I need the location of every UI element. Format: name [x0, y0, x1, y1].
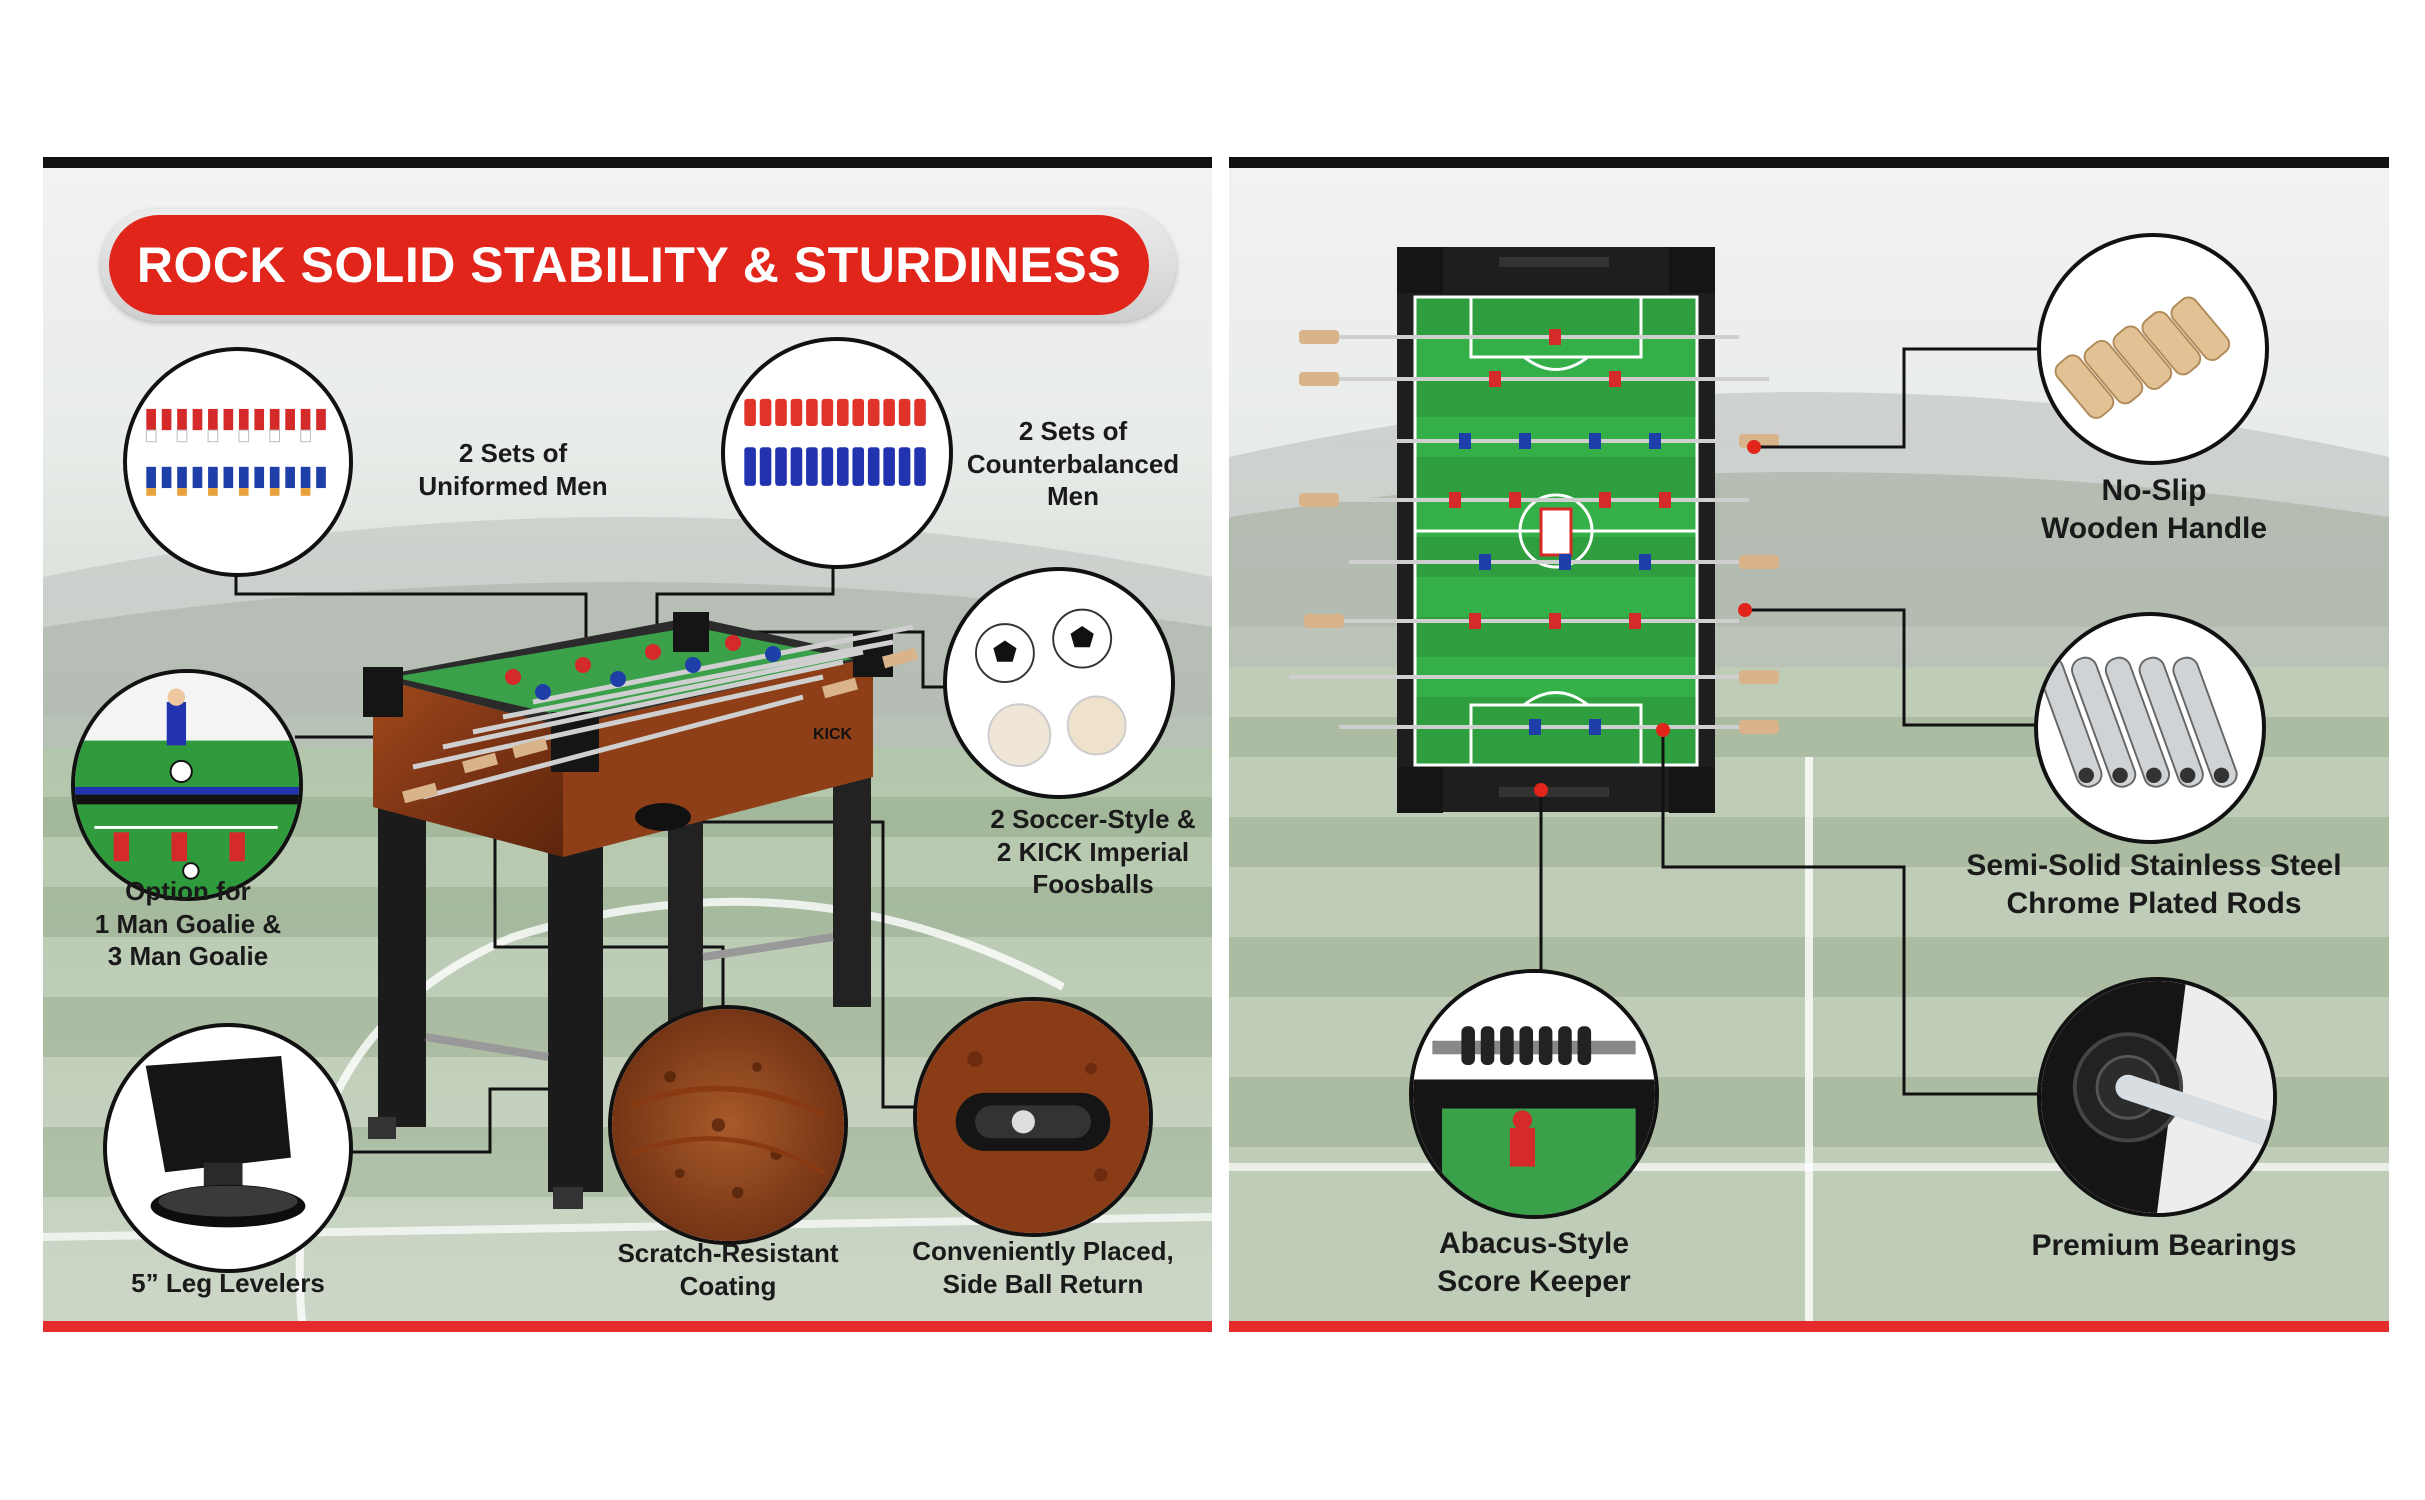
- panel-bottom-bar: [1229, 1321, 2389, 1332]
- bearings-photo: [2037, 977, 2277, 1217]
- foosballs-photo: [943, 567, 1175, 799]
- panel-top-bar: [1229, 157, 2389, 168]
- wooden-handle-label: No-Slip Wooden Handle: [2040, 474, 2268, 545]
- foosball-table-topdown: [1289, 247, 1779, 813]
- uniformed-men-label: 2 Sets of Uniformed Men: [418, 438, 608, 501]
- uniformed-men-photo: [123, 347, 353, 577]
- goalie-option-photo: [71, 669, 303, 901]
- wood-finish-photo: [608, 1005, 848, 1245]
- coating-label: Scratch-Resistant Coating: [617, 1238, 839, 1301]
- leg-leveler-photo: [103, 1023, 353, 1273]
- table-logo: KICK: [813, 726, 853, 743]
- headline-banner: ROCK SOLID STABILITY & STURDINESS: [101, 209, 1176, 321]
- goalie-option-label: Option for 1 Man Goalie & 3 Man Goalie: [94, 876, 282, 971]
- wooden-handle-photo: [2037, 233, 2269, 465]
- ball-return-photo: [913, 997, 1153, 1237]
- right-leader-lines: [1534, 347, 2041, 1096]
- chrome-rods-label: Semi-Solid Stainless Steel Chrome Plated…: [1966, 849, 2342, 920]
- right-feature-panel: No-Slip Wooden Handle Semi-Solid Stainle…: [1229, 157, 2389, 1332]
- chrome-rods-photo: [2034, 612, 2266, 844]
- foosball-table-illustration: KICK: [363, 612, 918, 1209]
- left-feature-panel: ROCK SOLID STABILITY & STURDINESS: [43, 157, 1212, 1332]
- ball-return-label: Conveniently Placed, Side Ball Return: [912, 1236, 1174, 1299]
- panel-bottom-bar: [43, 1321, 1212, 1332]
- leg-levelers-label: 5” Leg Levelers: [131, 1268, 325, 1298]
- score-keeper-label: Abacus-Style Score Keeper: [1437, 1227, 1631, 1298]
- counterbalanced-men-label: 2 Sets of Counterbalanced Men: [966, 416, 1180, 511]
- bearings-label: Premium Bearings: [2031, 1229, 2297, 1262]
- headline-text: ROCK SOLID STABILITY & STURDINESS: [109, 215, 1149, 315]
- panel-top-bar: [43, 157, 1212, 168]
- score-keeper-photo: [1409, 969, 1659, 1219]
- counterbalanced-men-photo: [721, 337, 953, 569]
- foosballs-label: 2 Soccer-Style & 2 KICK Imperial Foosbal…: [990, 804, 1196, 899]
